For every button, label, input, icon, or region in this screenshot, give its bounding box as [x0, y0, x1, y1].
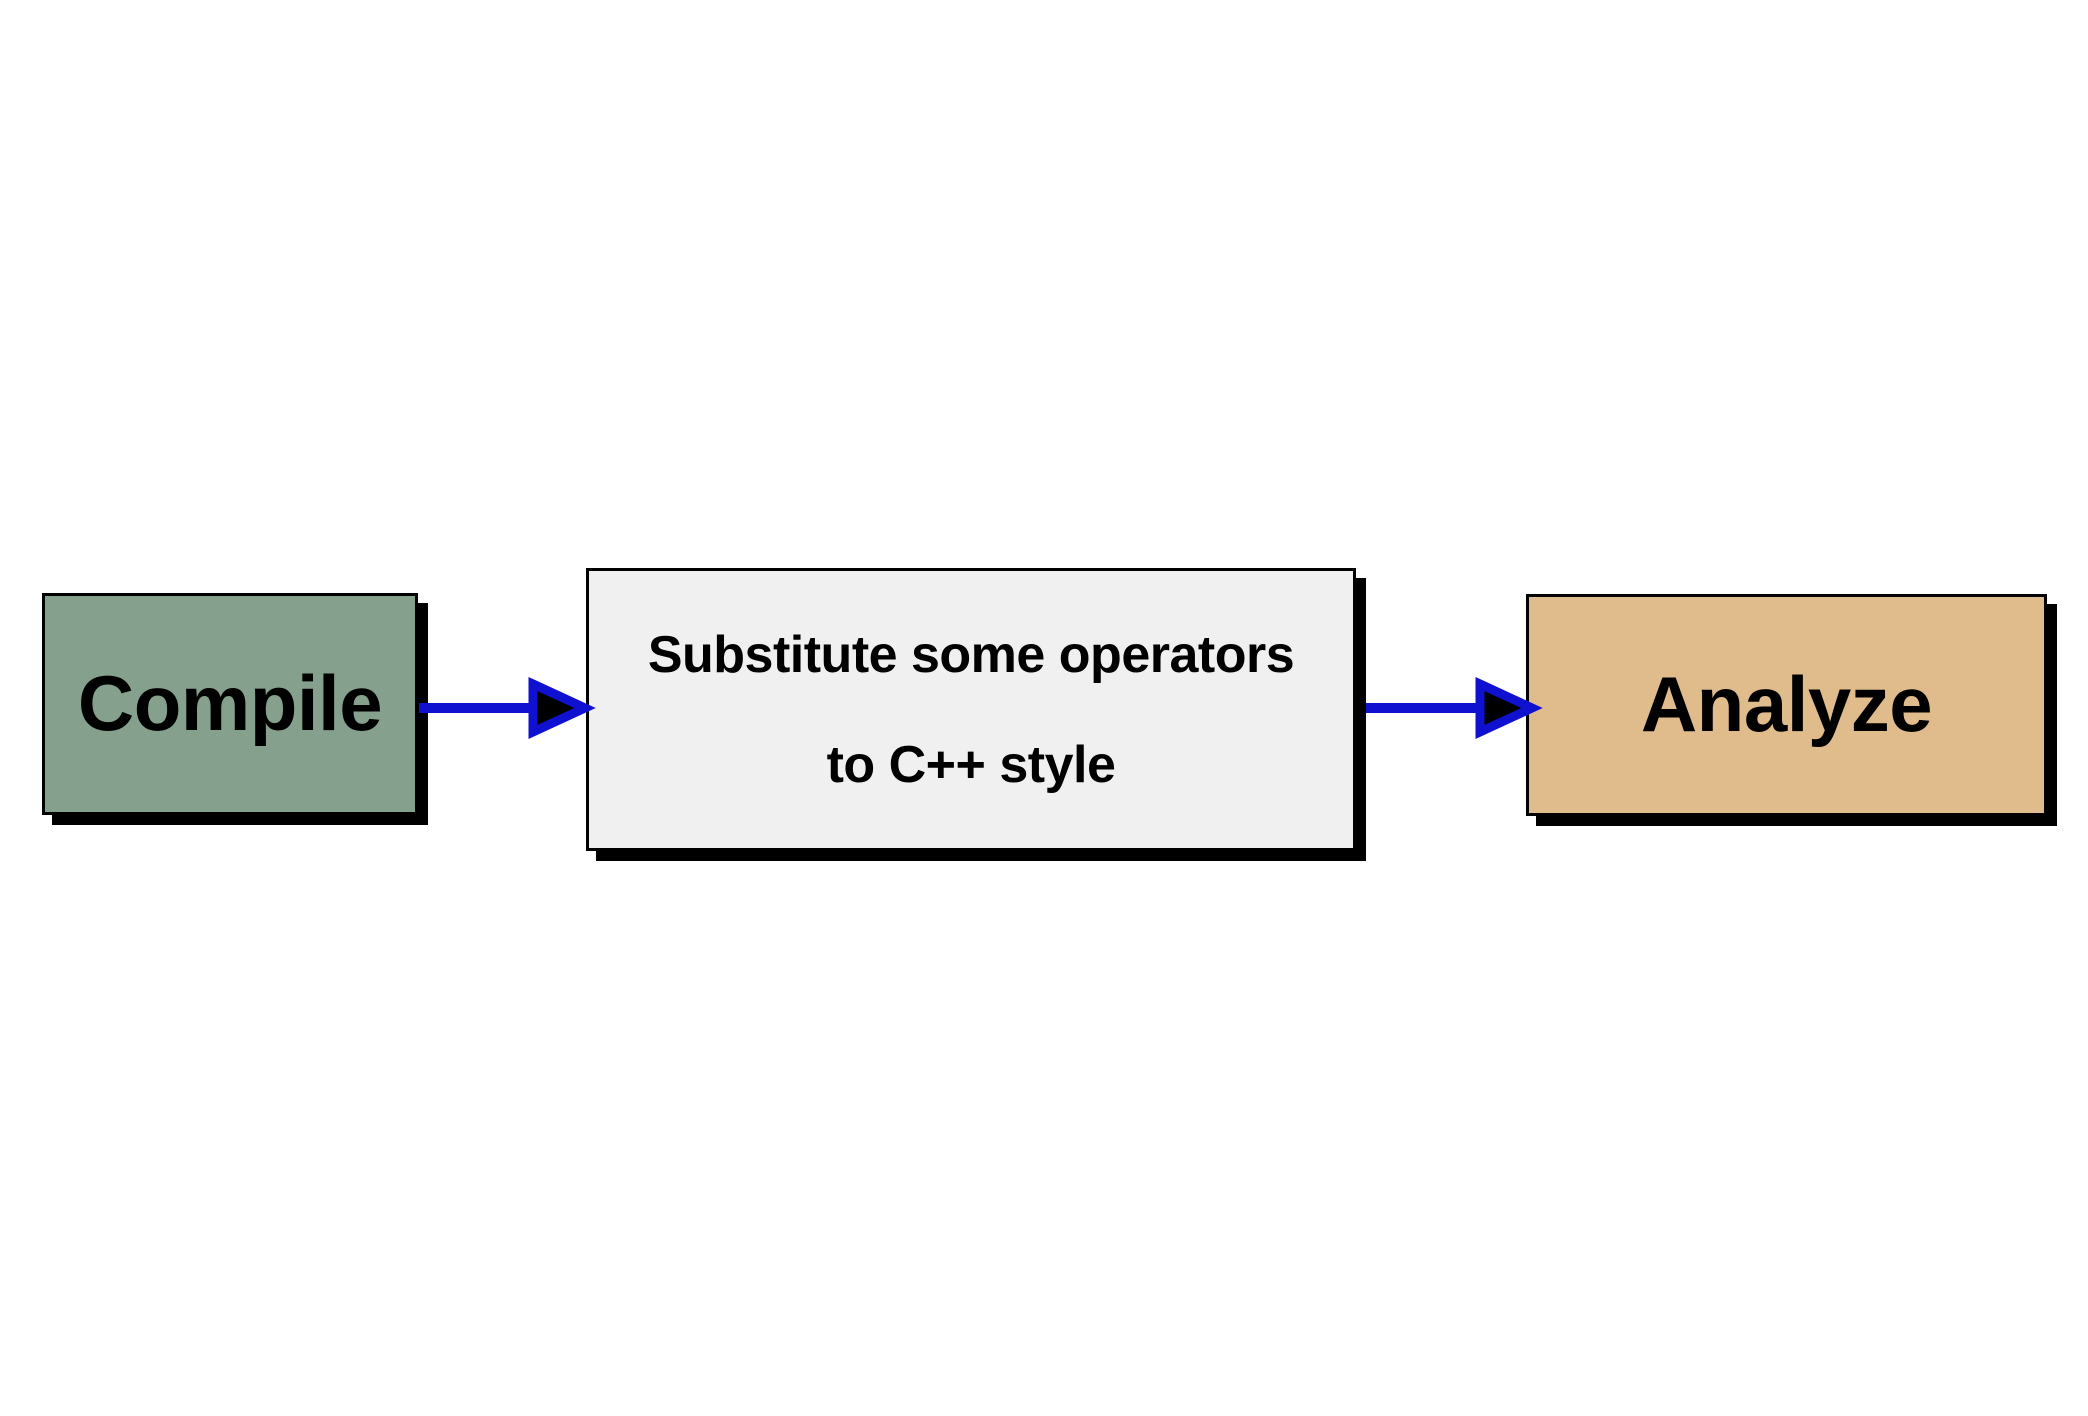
arrow-substitute-to-analyze — [1366, 676, 1543, 740]
arrowhead-icon — [1475, 676, 1543, 740]
arrow-compile-to-substitute — [419, 676, 596, 740]
substitute-node-label-line2: to C++ style — [826, 735, 1116, 794]
arrowhead-icon — [528, 676, 596, 740]
analyze-node-label: Analyze — [1640, 660, 1933, 749]
arrow-line — [419, 703, 539, 713]
substitute-node[interactable]: Substitute some operators to C++ style — [586, 568, 1356, 851]
substitute-node-label-block: Substitute some operators to C++ style — [647, 625, 1295, 794]
substitute-node-label-line1: Substitute some operators — [647, 625, 1295, 684]
arrow-line — [1366, 703, 1486, 713]
compile-node-label: Compile — [77, 659, 383, 748]
analyze-node[interactable]: Analyze — [1526, 594, 2047, 816]
compile-node[interactable]: Compile — [42, 593, 418, 815]
